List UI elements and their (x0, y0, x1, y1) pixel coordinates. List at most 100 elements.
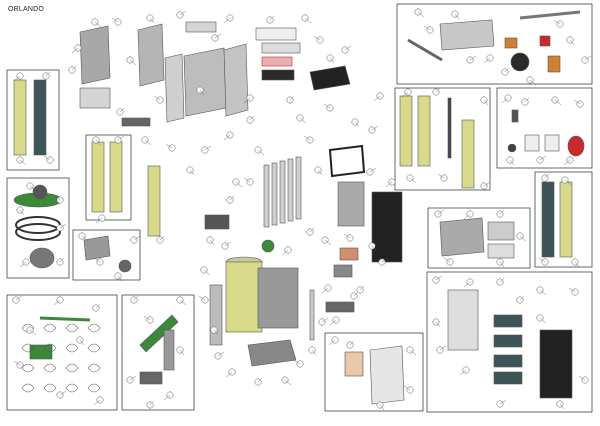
leader-line (13, 75, 21, 82)
leader-line (117, 135, 125, 141)
inset-bottom-auger (121, 294, 195, 411)
wire-loop (87, 363, 101, 373)
leader-line (217, 351, 225, 357)
wire-loop (21, 383, 35, 393)
inset-left-side-panels (6, 69, 60, 171)
leader-line (509, 159, 515, 166)
leader-line (574, 261, 580, 268)
part-panel-beige (344, 351, 364, 377)
part-hopper-body (183, 47, 227, 117)
leader-line (328, 339, 336, 346)
diagram-title: ORLANDO (8, 6, 45, 13)
part-rear-frame (223, 43, 249, 117)
leader-line (423, 25, 431, 31)
part-yellow-panel-7 (461, 119, 475, 189)
leader-line (463, 281, 471, 288)
part-yellow-panel-1 (13, 79, 27, 156)
part-black-door (371, 191, 403, 263)
leader-line (329, 319, 337, 326)
leader-line (243, 177, 251, 183)
leader-line (79, 339, 85, 346)
leader-line (459, 369, 467, 376)
wire-loop (87, 323, 101, 333)
part-exchanger-grid (487, 243, 515, 259)
part-side-sheet (164, 53, 185, 123)
leader-line (199, 89, 205, 96)
leader-line (324, 239, 332, 246)
leader-line (499, 209, 505, 215)
wire-harness (21, 323, 101, 393)
leader-line (204, 145, 212, 151)
leader-line (409, 349, 417, 356)
inset-bottom-right-door (426, 271, 593, 413)
leader-line (501, 97, 509, 104)
leader-line (369, 167, 377, 173)
leader-line (463, 213, 471, 220)
part-tile-4 (493, 371, 523, 385)
leader-line (133, 295, 139, 301)
leader-line (559, 403, 565, 410)
part-black-door-2 (539, 329, 573, 399)
leader-line (554, 99, 562, 106)
part-door-frame (328, 144, 366, 178)
part-igniter (204, 214, 230, 230)
part-manifold (439, 19, 495, 51)
part-valve-red (539, 35, 551, 47)
part-back-panel (79, 25, 111, 85)
inset-bottom-left-wiring (6, 294, 118, 411)
leader-line (385, 181, 393, 188)
leader-line (309, 227, 315, 233)
leader-line (257, 149, 265, 156)
part-black-top (309, 65, 351, 91)
leader-line (353, 291, 359, 297)
part-flex-hose-2 (15, 223, 61, 241)
leader-line (439, 345, 447, 351)
wire-loop (65, 323, 79, 333)
leader-line (483, 57, 491, 64)
leader-line (81, 235, 89, 242)
part-fan-motor (32, 184, 48, 200)
part-firebox-body (257, 267, 299, 329)
wire-loop (65, 383, 79, 393)
inset-top-right-hydraulics (396, 3, 593, 85)
wire-loop (65, 343, 79, 353)
leader-line (243, 97, 251, 104)
part-coil (29, 247, 55, 269)
callout-badges (12, 8, 592, 411)
part-yellow-panel-2 (91, 141, 105, 213)
leader-line (321, 287, 329, 294)
part-bracket (83, 235, 111, 261)
leader-line (179, 349, 185, 356)
leader-line (564, 179, 572, 186)
leader-line (198, 295, 206, 301)
part-pump (510, 52, 530, 72)
part-exchanger (439, 217, 485, 257)
leader-line (563, 159, 571, 166)
leader-line (568, 287, 576, 293)
leader-line (13, 360, 21, 366)
leader-line (359, 285, 365, 291)
leader-line (344, 45, 352, 51)
part-pipe-long (407, 38, 443, 62)
leader-line (189, 169, 195, 176)
part-firebox-yellow (225, 261, 263, 333)
leader-line (321, 317, 329, 323)
leader-line (483, 181, 491, 187)
leader-line (417, 11, 425, 18)
part-right-rod (309, 289, 315, 341)
part-valve-orange (504, 37, 518, 49)
part-yellow-panel-6 (417, 95, 431, 167)
part-dark-lid (261, 69, 295, 81)
part-base-plate (247, 339, 297, 367)
part-yellow-panel-3 (109, 141, 123, 213)
wire-loop (43, 323, 57, 333)
leader-line (119, 107, 125, 113)
leader-line (483, 99, 489, 106)
part-tile-2 (493, 334, 523, 348)
leader-line (179, 299, 187, 306)
part-top-plate (185, 21, 217, 33)
leader-line (544, 173, 550, 179)
part-left-wall (209, 284, 223, 346)
leader-line (53, 195, 61, 201)
